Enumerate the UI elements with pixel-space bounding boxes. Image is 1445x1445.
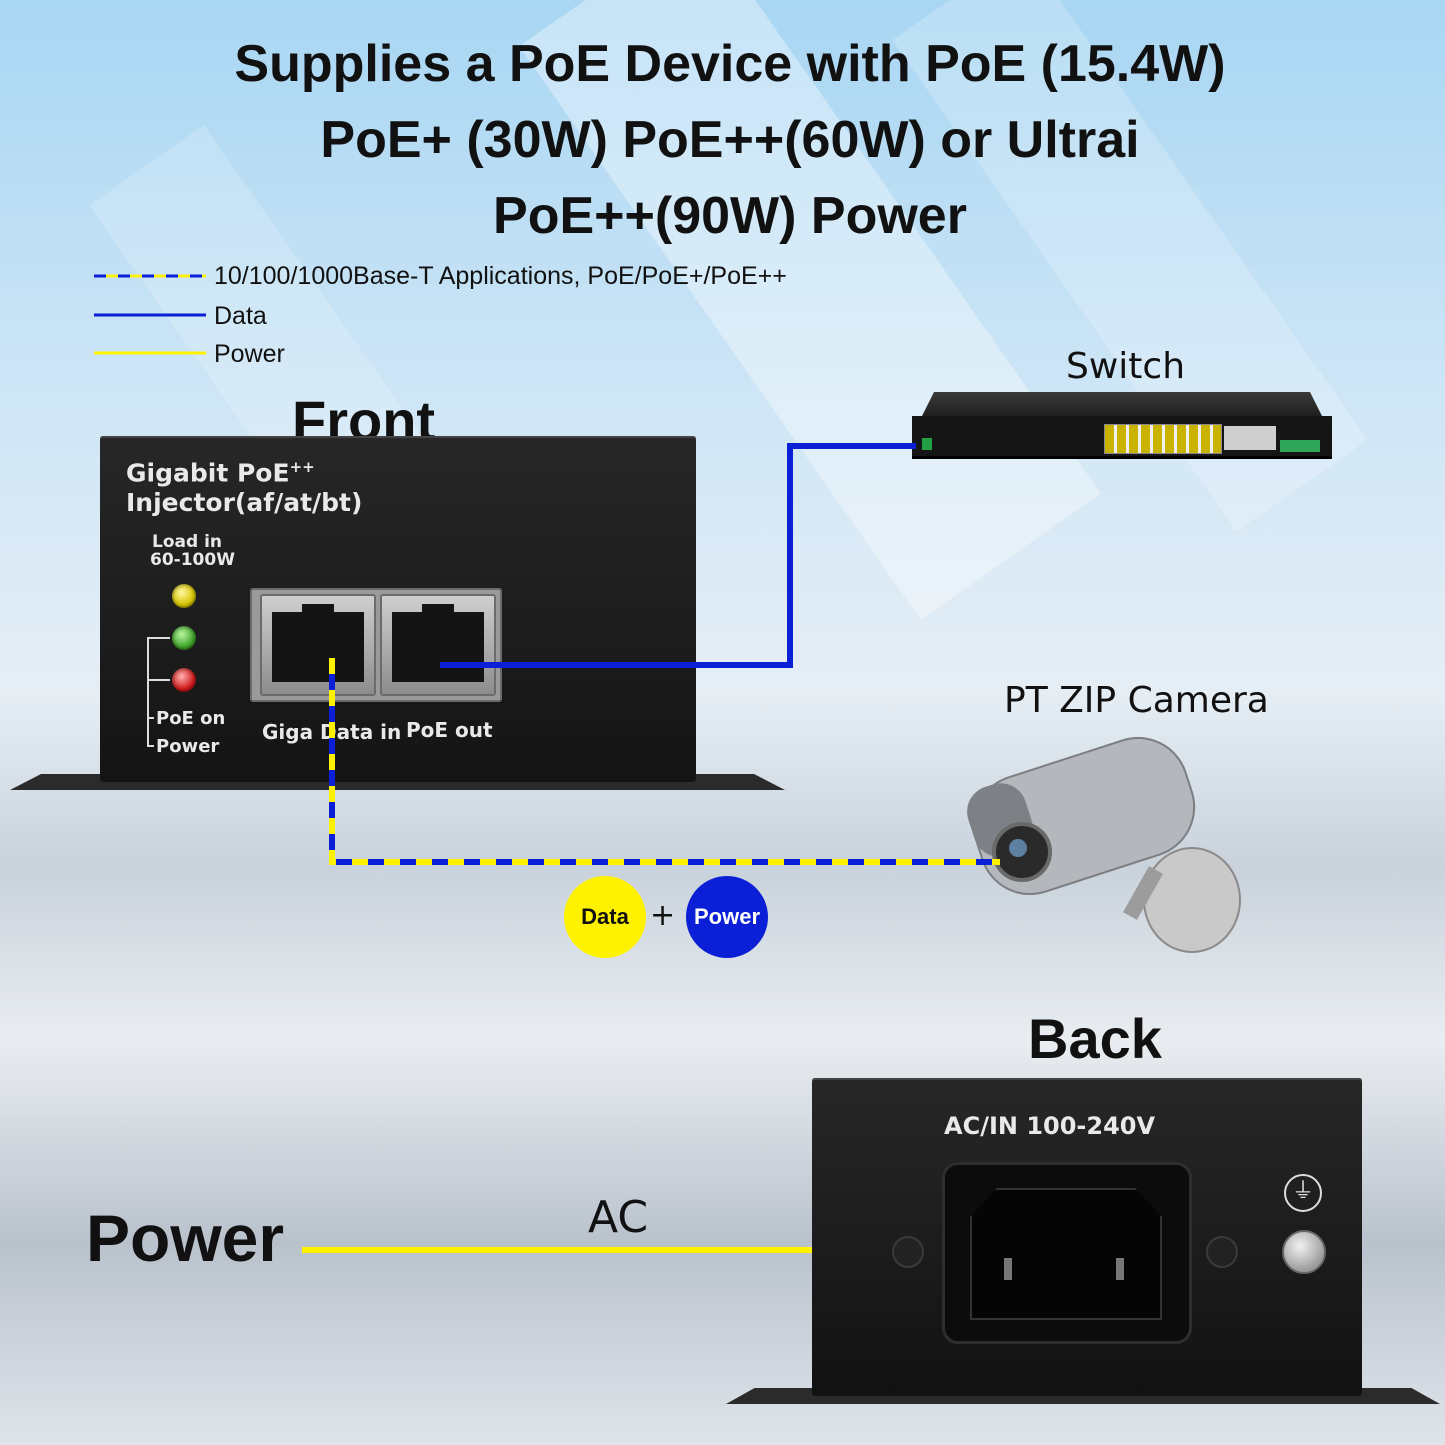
title-line-1: Supplies a PoE Device with PoE (15.4W) [234, 35, 1226, 93]
network-switch [912, 392, 1332, 464]
ip-camera [967, 736, 1241, 953]
load-label-2: 60-100W [150, 550, 235, 570]
device-name-sup: ++ [289, 458, 315, 476]
front-device: Gigabit PoE++ Injector(af/at/bt) Load in… [10, 436, 785, 792]
poe-on-label: PoE on [156, 708, 226, 729]
switch-top [922, 392, 1322, 416]
led-bracket [147, 637, 170, 747]
screw-left [892, 1236, 924, 1268]
poe-line-blue [329, 658, 1000, 865]
load-led-yellow [172, 584, 196, 608]
title-line-3: PoE++(90W) Power [493, 187, 967, 245]
legend-power-label: Power [214, 340, 285, 368]
device-name-line-1: Gigabit PoE++ [126, 458, 315, 488]
switch-port-bank [1104, 424, 1222, 454]
back-device: AC/IN 100-240V ⏚ [726, 1078, 1440, 1404]
device-name-line-2: Injector(af/at/bt) [126, 488, 363, 517]
legend-combined-label: 10/100/1000Base-T Applications, PoE/PoE+… [214, 262, 787, 290]
power-status-label: Power [156, 736, 220, 757]
load-label-1: Load in [152, 532, 223, 552]
ground-screw[interactable] [1282, 1230, 1326, 1274]
poe-line-yellow [329, 658, 1000, 865]
power-bubble: Power [686, 876, 768, 958]
data-bubble: Data [564, 876, 646, 958]
poe-out-label: PoE out [406, 718, 493, 742]
power-heading: Power [86, 1201, 285, 1275]
camera-label: PT ZIP Camera [1004, 680, 1269, 721]
ground-icon: ⏚ [1284, 1174, 1322, 1212]
iec-pin-left [1004, 1258, 1012, 1280]
switch-label: Switch [1066, 346, 1186, 387]
legend-data-label: Data [214, 302, 267, 330]
port-cavity [272, 612, 364, 682]
power-led-red [172, 668, 196, 692]
iec-pin-right [1116, 1258, 1124, 1280]
switch-sfp-ports [1280, 440, 1320, 452]
poe-led-green [172, 626, 196, 650]
title-line-2: PoE+ (30W) PoE++(60W) or Ultrai [320, 111, 1140, 169]
data-line-to-switch [440, 443, 916, 668]
screw-right [1206, 1236, 1238, 1268]
switch-uplink-ports [1224, 426, 1276, 450]
port-latch [302, 604, 334, 616]
port-latch [422, 604, 454, 616]
giga-data-in-port[interactable] [260, 594, 376, 696]
legend-swatches [94, 274, 206, 355]
poe-out-port[interactable] [380, 594, 496, 696]
camera-mount-arm [1123, 866, 1163, 920]
plus-sign: + [650, 898, 676, 933]
port-cavity [392, 612, 484, 682]
ac-label: AC [588, 1192, 649, 1243]
back-heading: Back [1028, 1007, 1162, 1070]
ac-in-label: AC/IN 100-240V [944, 1112, 1156, 1140]
lens-reflection [1009, 839, 1027, 857]
iec-socket[interactable] [970, 1188, 1162, 1320]
switch-green-terminal [922, 438, 932, 450]
